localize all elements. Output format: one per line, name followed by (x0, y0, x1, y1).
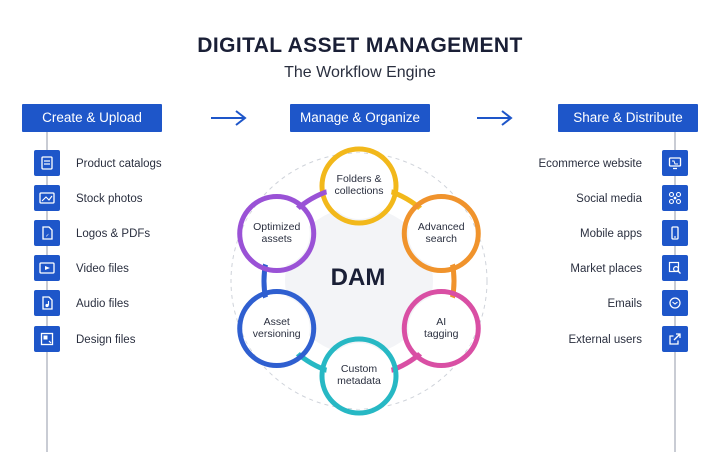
design-icon (34, 326, 60, 352)
create-item-label: Video files (76, 263, 129, 275)
hub-label: DAM (330, 264, 386, 291)
node-label-line: Folders & (336, 173, 382, 185)
create-item-label: Audio files (76, 298, 130, 310)
right-arrow-icon (211, 110, 247, 126)
page-title: DIGITAL ASSET MANAGEMENT (197, 34, 523, 57)
right-arrow-icon (477, 110, 513, 126)
node-label-line: Optimized (253, 220, 301, 233)
workflow-node (243, 295, 310, 362)
share-item-label: External users (568, 334, 642, 346)
hub-circle (285, 207, 433, 355)
node-label-line: versioning (252, 327, 301, 340)
mobile-icon (662, 220, 688, 246)
workflow-node (326, 343, 392, 409)
node-ring (319, 336, 399, 416)
page-subtitle: The Workflow Engine (284, 64, 436, 81)
node-label-line: search (425, 232, 458, 245)
node-label-line: tagging (424, 327, 459, 340)
photo-icon (34, 185, 60, 211)
node-ring (319, 146, 399, 226)
workflow-node (326, 153, 392, 219)
node-ring (237, 194, 317, 273)
share-item-label: Emails (607, 298, 642, 310)
node-label-line: metadata (337, 375, 381, 387)
workflow-node (408, 200, 475, 267)
node-label-line: Custom (340, 363, 378, 375)
marketplace-icon (662, 255, 688, 281)
workflow-node (408, 295, 475, 362)
node-label-line: Advanced (417, 220, 465, 233)
social-icon (662, 185, 688, 211)
share-distribute-header: Share & Distribute (558, 104, 698, 132)
node-ring (401, 289, 481, 368)
share-item-label: Market places (570, 263, 642, 275)
node-label-line: Asset (263, 315, 290, 328)
node-ring (401, 194, 481, 273)
create-item-label: Product catalogs (76, 158, 162, 170)
audio-icon (34, 290, 60, 316)
pdf-icon: ✓ (34, 220, 60, 246)
workflow-node (243, 200, 310, 267)
create-item-label: Logos & PDFs (76, 228, 151, 240)
video-icon (34, 255, 60, 281)
node-label-line: assets (261, 232, 292, 245)
ecommerce-icon (662, 150, 688, 176)
create-upload-header: Create & Upload (22, 104, 162, 132)
node-label-line: collections (334, 185, 384, 197)
workflow-node-label: Folders &collections (327, 173, 391, 197)
external-link-icon (662, 326, 688, 352)
share-item-label: Social media (576, 193, 642, 205)
node-ring (237, 289, 317, 368)
create-item-label: Design files (76, 334, 136, 346)
catalog-icon (34, 150, 60, 176)
node-label-line: AI (436, 315, 447, 328)
share-item-label: Ecommerce website (538, 158, 642, 170)
manage-organize-header: Manage & Organize (290, 104, 430, 132)
svg-text:✓: ✓ (45, 233, 49, 239)
email-icon (662, 290, 688, 316)
share-item-label: Mobile apps (579, 228, 642, 240)
create-item-label: Stock photos (76, 193, 143, 205)
